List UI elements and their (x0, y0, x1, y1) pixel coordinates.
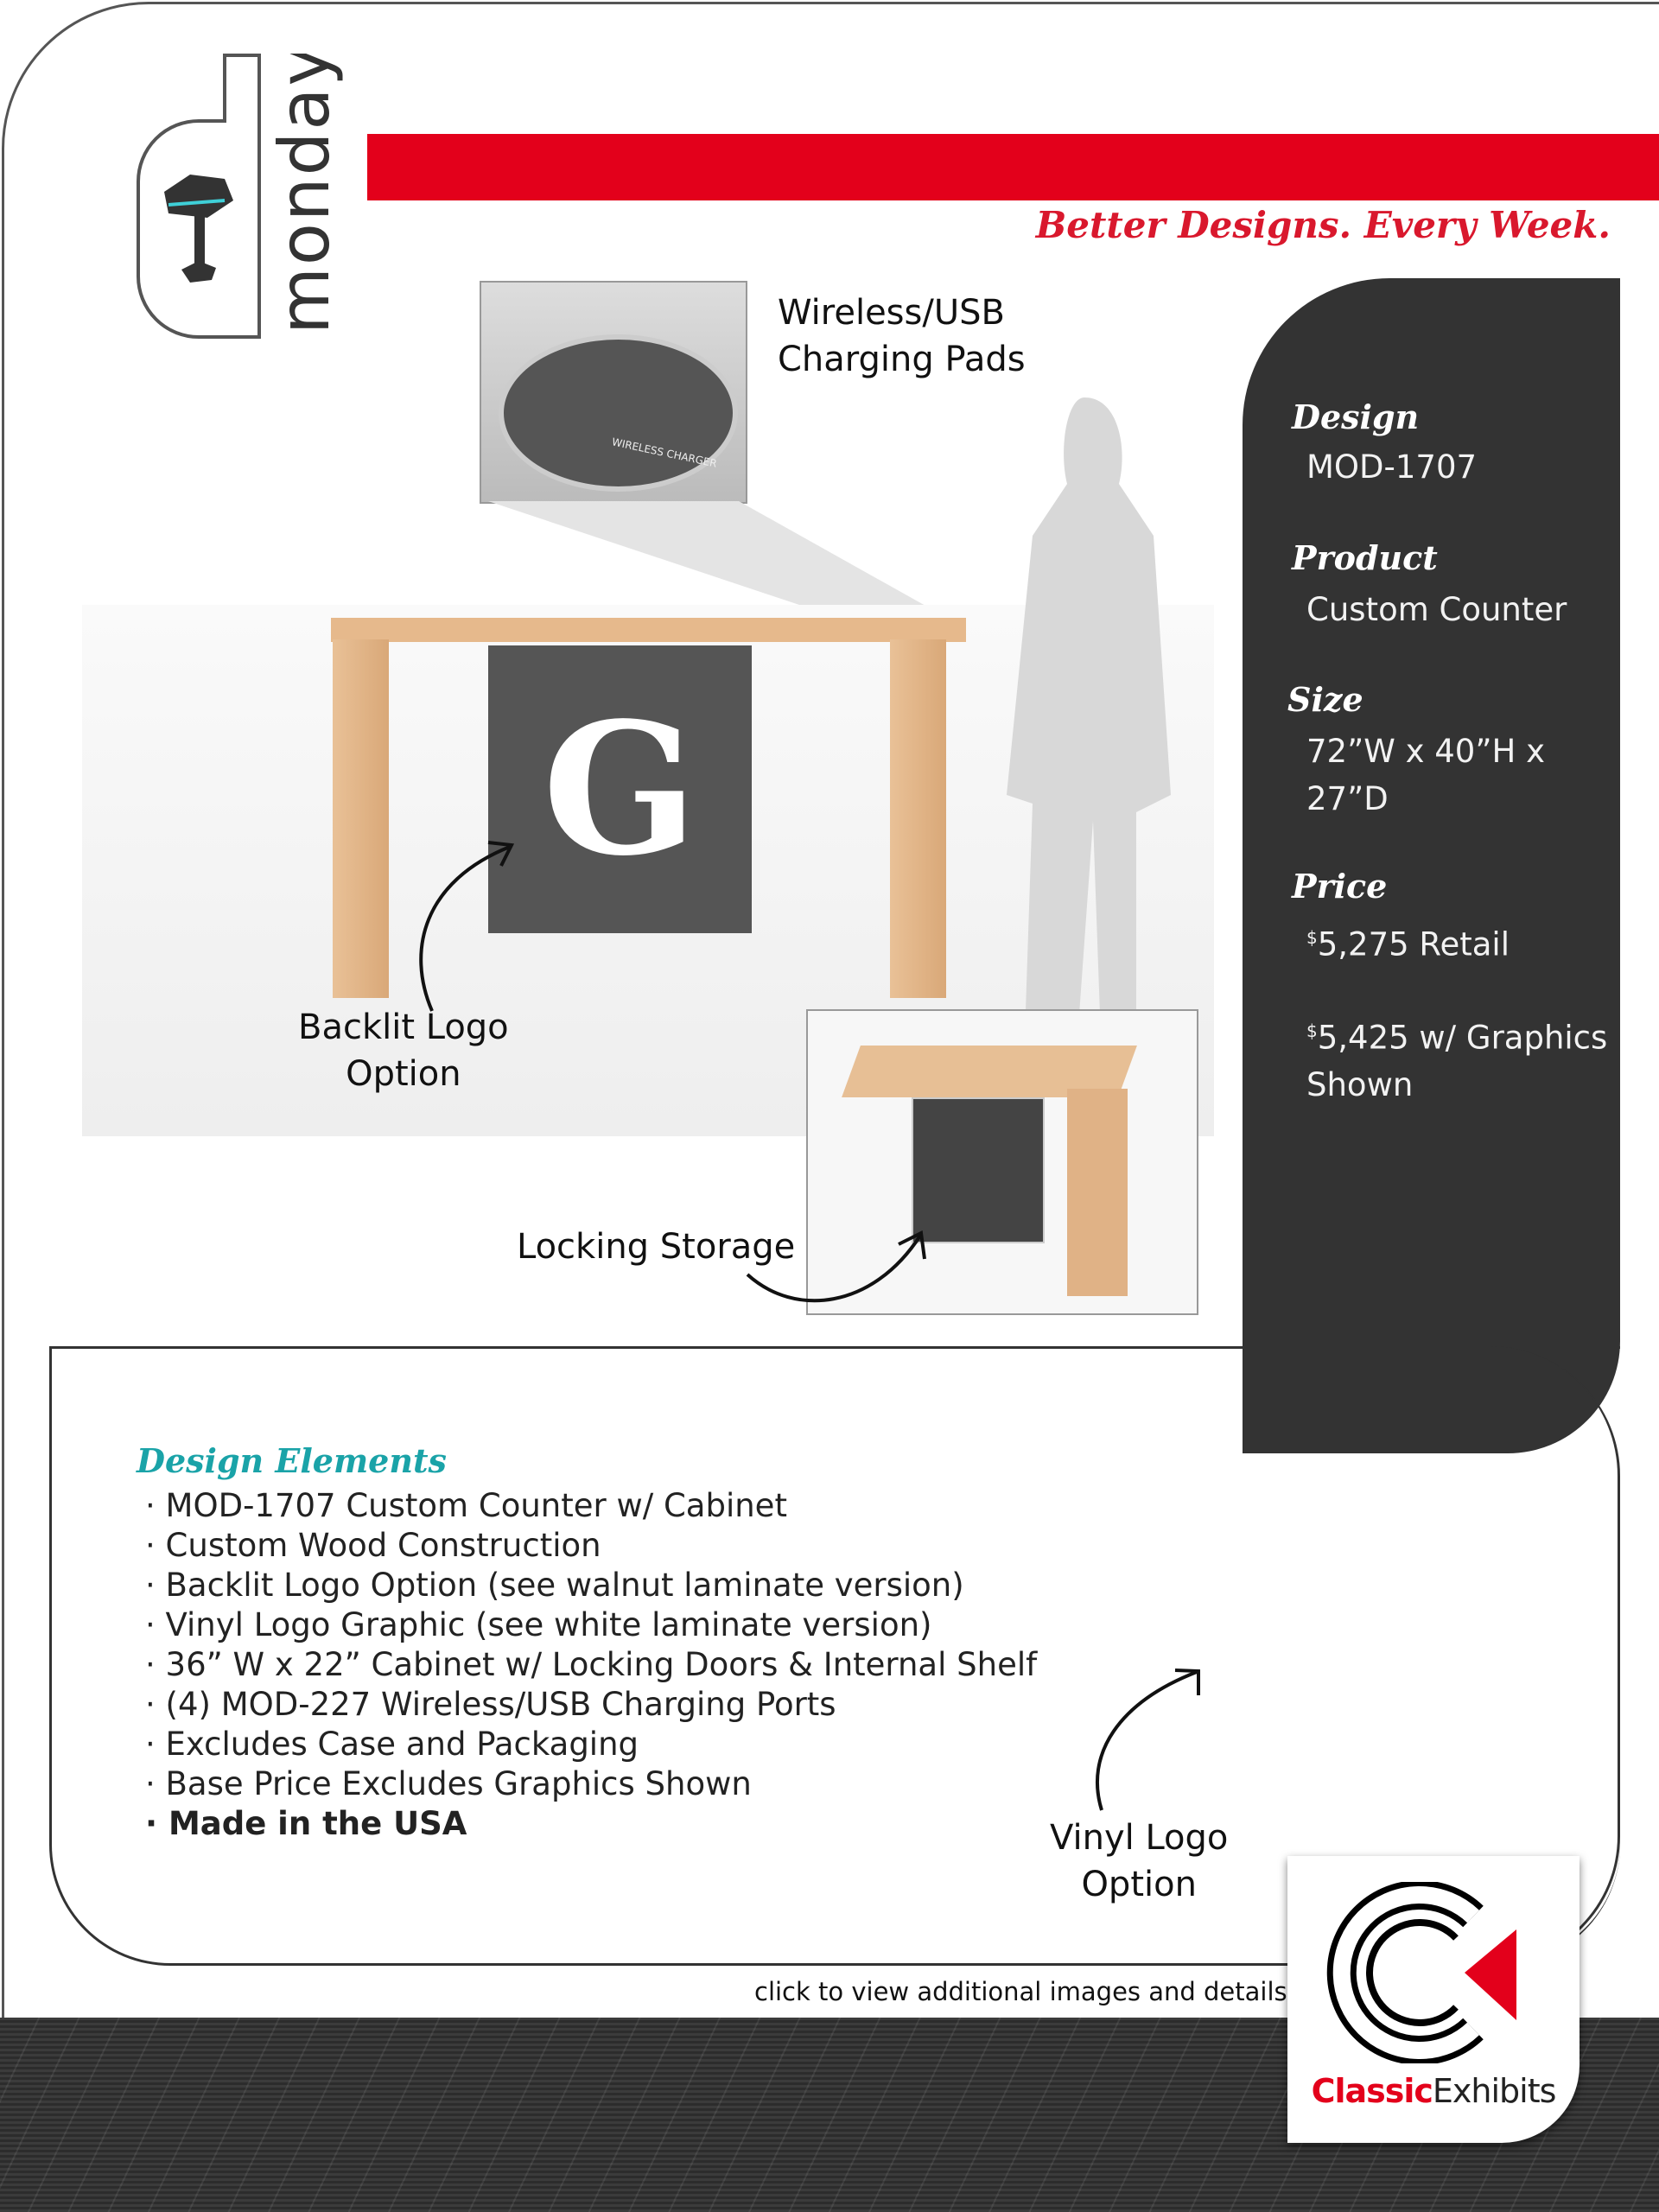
size-value-line1: 72”W x 40”H x (1306, 733, 1545, 770)
header-red-bar (367, 134, 1659, 200)
additional-details-link[interactable]: click to view additional images and deta… (754, 1977, 1287, 2006)
counter-leg-right (890, 639, 946, 998)
list-item: Backlit Logo Option (see walnut laminate… (145, 1566, 1037, 1605)
backlit-callout: Backlit Logo Option (298, 1004, 509, 1097)
backlit-callout-line1: Backlit Logo (298, 1007, 509, 1047)
list-item: (4) MOD-227 Wireless/USB Charging Ports (145, 1685, 1037, 1725)
storage-cabinet (912, 1097, 1045, 1243)
design-label: Design (1292, 397, 1420, 436)
logo-word-classic: Classic (1311, 2072, 1433, 2110)
design-elements-title: Design Elements (137, 1441, 447, 1480)
size-label: Size (1287, 680, 1363, 719)
price-retail-text: 5,275 Retail (1317, 925, 1510, 963)
product-label: Product (1292, 538, 1438, 577)
charging-pad-disc (499, 334, 738, 492)
storage-callout: Locking Storage (517, 1227, 796, 1267)
size-value: 72”W x 40”H x 27”D (1306, 728, 1545, 823)
locking-storage-image[interactable] (806, 1009, 1198, 1315)
vinyl-arrow-icon (1096, 1669, 1200, 1811)
list-item: Custom Wood Construction (145, 1526, 1037, 1566)
backlit-arrow-icon (419, 841, 515, 1012)
design-monday-logo: monday (137, 54, 345, 339)
vinyl-callout: Vinyl Logo Option (1050, 1815, 1228, 1908)
svg-text:monday: monday (264, 54, 345, 334)
vinyl-callout-line1: Vinyl Logo (1050, 1818, 1229, 1858)
price-retail: $5,275 Retail (1306, 914, 1510, 968)
list-item: 36” W x 22” Cabinet w/ Locking Doors & I… (145, 1645, 1038, 1685)
price-graphics-text: 5,425 w/ Graphics (1317, 1019, 1608, 1057)
currency: $ (1306, 927, 1318, 948)
person-silhouette (1007, 397, 1171, 1063)
charging-callout-line2: Charging Pads (778, 340, 1026, 379)
logo-word-exhibits: Exhibits (1432, 2072, 1557, 2110)
vinyl-callout-line2: Option (1081, 1865, 1197, 1904)
classic-exhibits-c-icon (1326, 1882, 1516, 2063)
classic-exhibits-logo[interactable]: ClassicExhibits (1287, 1856, 1580, 2143)
charging-callout: Wireless/USB Charging Pads (778, 289, 1026, 383)
counter-leg-left (333, 639, 389, 998)
price-graphics-line2: Shown (1306, 1066, 1414, 1104)
storage-arrow-icon (746, 1230, 926, 1303)
price-graphics: $5,425 w/ Graphics Shown (1306, 1007, 1607, 1109)
charging-callout-line1: Wireless/USB (778, 293, 1005, 333)
design-elements-list: MOD-1707 Custom Counter w/ Cabinet Custo… (145, 1486, 1038, 1844)
tagline: Better Designs. Every Week. (1035, 204, 1611, 246)
list-item: Base Price Excludes Graphics Shown (145, 1764, 1037, 1804)
charging-pad-image[interactable]: WIRELESS CHARGER (480, 281, 747, 504)
price-label: Price (1292, 867, 1388, 906)
design-elements-box (49, 1346, 1620, 1966)
callout-wedge (488, 501, 955, 622)
list-item: Vinyl Logo Graphic (see white laminate v… (145, 1605, 1037, 1645)
backlit-callout-line2: Option (346, 1054, 461, 1094)
size-value-line2: 27”D (1306, 780, 1389, 817)
list-item: Made in the USA (145, 1804, 1037, 1844)
design-value: MOD-1707 (1306, 448, 1478, 486)
product-value: Custom Counter (1306, 591, 1567, 628)
counter-main-image[interactable]: G (82, 397, 1214, 1136)
list-item: MOD-1707 Custom Counter w/ Cabinet (145, 1486, 1037, 1526)
currency: $ (1306, 1020, 1318, 1041)
counter-top (331, 618, 966, 642)
spec-panel (1243, 278, 1620, 1453)
storage-leg (1067, 1089, 1128, 1296)
classic-exhibits-wordmark: ClassicExhibits (1287, 2072, 1580, 2110)
list-item: Excludes Case and Packaging (145, 1725, 1037, 1764)
backlit-logo-panel: G (488, 645, 752, 933)
